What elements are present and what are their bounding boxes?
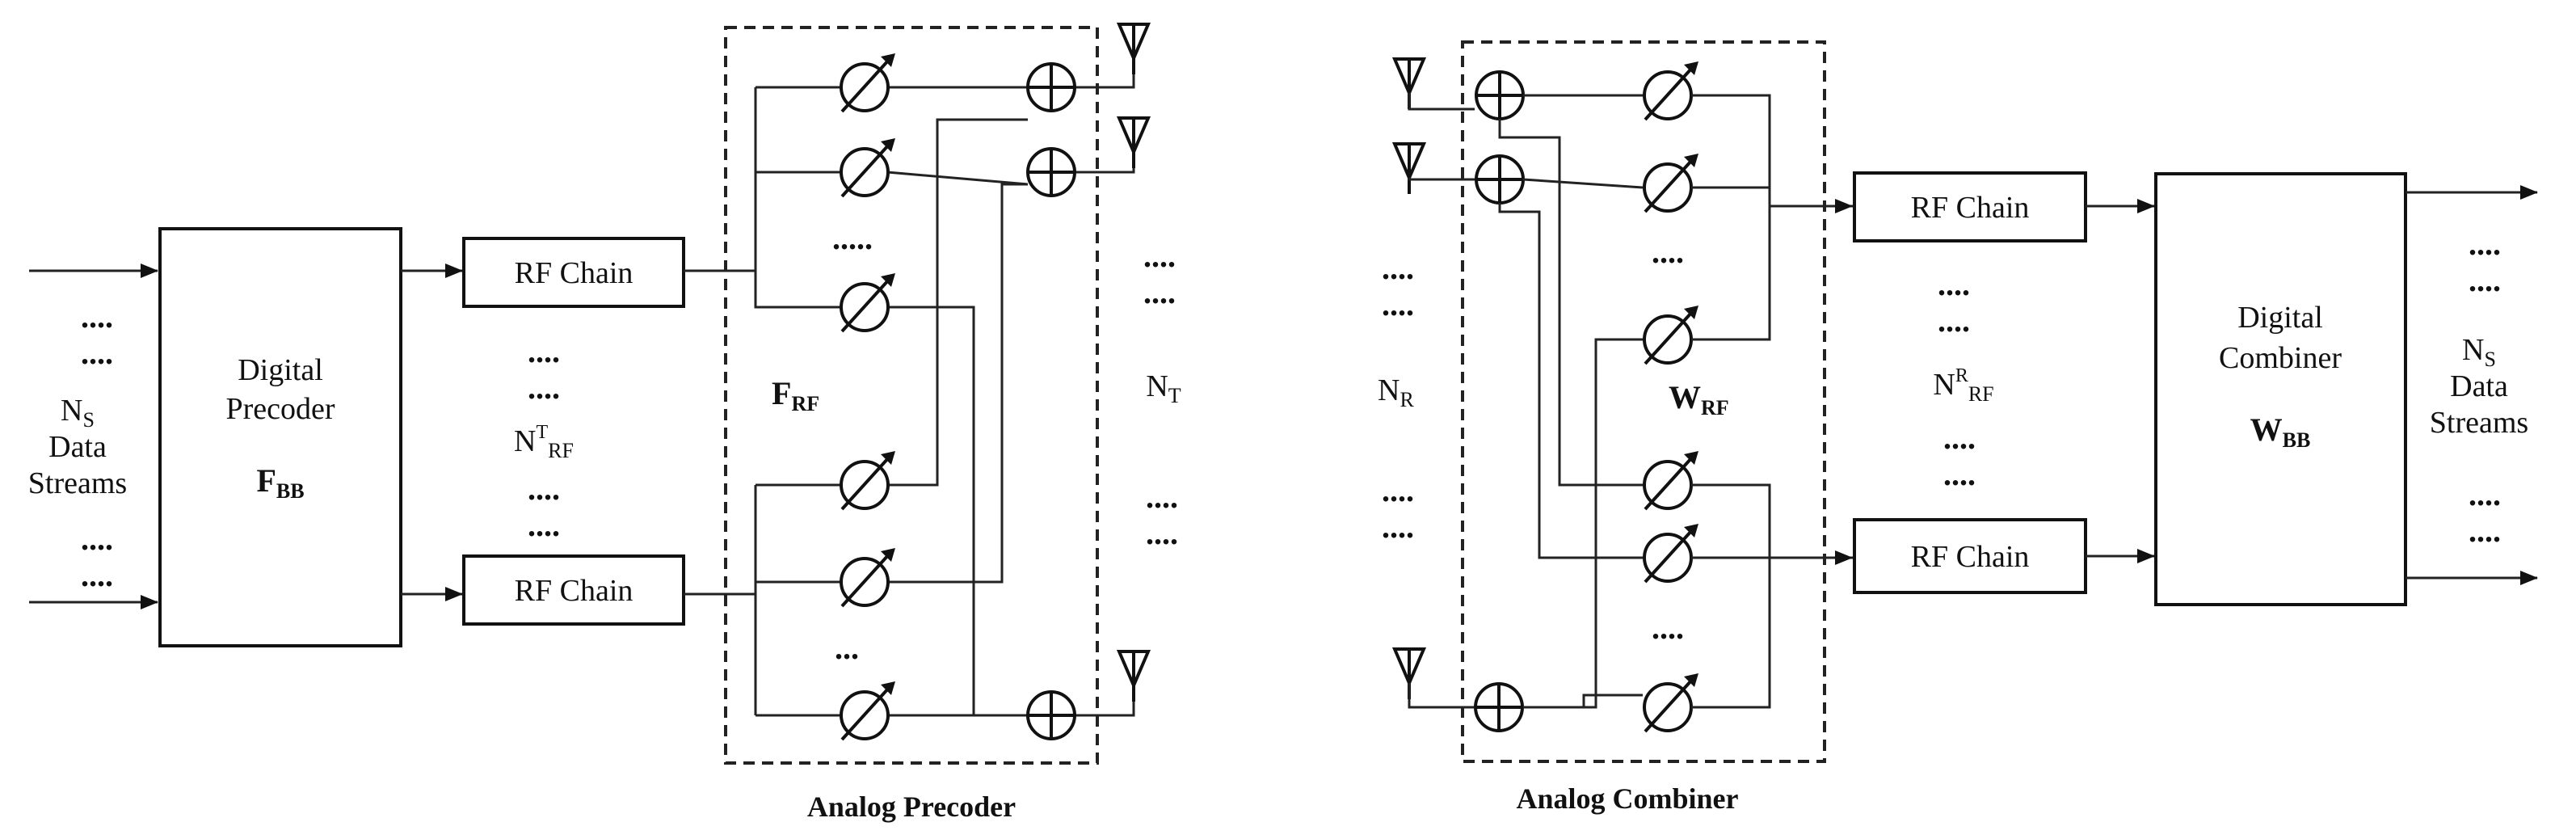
- rf-chain-label: RF Chain: [515, 256, 633, 290]
- phase-shifter-icon: [1643, 304, 1700, 365]
- rf-chain-box: [462, 237, 685, 308]
- precoder-shifter-routing: [886, 86, 1029, 717]
- nr-dots: ....: [1382, 250, 1414, 286]
- combiner-routing: [1498, 119, 1643, 709]
- adder-icon: [1475, 154, 1525, 204]
- rf-chain-label: RF Chain: [1911, 540, 2030, 574]
- rf-dots: ....: [528, 470, 560, 507]
- nt-dots: ....: [1143, 274, 1176, 310]
- wrf-label: WRF: [1669, 379, 1729, 420]
- phase-shifter-icon: [1643, 522, 1700, 584]
- digital-combiner-block: [2154, 172, 2407, 606]
- adder-icon: [1474, 682, 1524, 732]
- phase-shifter-icon: [1643, 449, 1700, 511]
- antenna-icon: [1118, 23, 1150, 76]
- precoder-adder-antenna-lines: [1075, 58, 1135, 717]
- rf-chain-box: [1853, 171, 2087, 242]
- combiner-section: .... .... WRF .... .... NR .... .... RF …: [1378, 40, 2538, 815]
- stream-dots: ....: [81, 557, 113, 593]
- rf-chain-label: RF Chain: [1911, 191, 2030, 225]
- data-label: Data: [2450, 369, 2508, 403]
- rf-dots: ....: [1943, 456, 1976, 492]
- nt-label: NT: [1146, 369, 1181, 407]
- combiner-routing: [1522, 94, 1644, 709]
- adder-icon: [1026, 690, 1076, 740]
- frf-label: FRF: [772, 375, 819, 415]
- rf-chain-box: [462, 554, 685, 626]
- digital-precoder-block: [158, 227, 402, 647]
- nt-dots: ....: [1146, 479, 1178, 515]
- rf-chain-label: RF Chain: [515, 574, 633, 608]
- phase-shifter-icon: [840, 680, 897, 741]
- combiner-to-rf-bottom: [1691, 483, 1854, 709]
- rf-dots: ....: [528, 507, 560, 543]
- data-label: Data: [48, 430, 107, 464]
- digital-combiner-word: Combiner: [2219, 341, 2342, 375]
- phase-shifter-icon: [840, 52, 897, 113]
- ns-label: NS: [2462, 333, 2496, 371]
- nr-dots: ....: [1382, 472, 1414, 508]
- rf-chain-box: [1853, 518, 2087, 594]
- adder-icon: [1475, 70, 1525, 120]
- phase-shifter-icon: [1643, 672, 1700, 733]
- combiner-to-rf-top: [1691, 94, 1854, 341]
- antenna-icon: [1118, 650, 1150, 703]
- phase-shifter-icon: [840, 449, 897, 511]
- antenna-feed-lines: [1408, 93, 1477, 709]
- digital-combiner-title: Digital: [2237, 301, 2323, 335]
- shifter-dots: ....: [1652, 234, 1684, 270]
- phase-shifter-icon: [1643, 152, 1700, 213]
- precoder-section: .... .... NS Data Streams .... .... Digi…: [28, 23, 1181, 823]
- fbb-label: FBB: [256, 462, 304, 503]
- antenna-icon: [1118, 116, 1150, 170]
- nr-label: NR: [1378, 373, 1414, 411]
- digital-precoder-word: Precoder: [225, 392, 335, 426]
- analog-combiner-caption: Analog Combiner: [1516, 782, 1738, 815]
- rf-dots: ....: [1943, 420, 1976, 456]
- nt-dots: ....: [1143, 238, 1176, 274]
- adder-icon: [1026, 147, 1076, 197]
- digital-precoder-title: Digital: [238, 353, 323, 387]
- nt-dots: ....: [1146, 515, 1178, 551]
- rf-chain-top-feed: [684, 86, 863, 309]
- nrrf-label: NRRF: [1933, 365, 1993, 406]
- analog-combiner-box: [1461, 40, 1826, 763]
- rf-chain-bottom-feed: [684, 483, 863, 717]
- ns-label: NS: [61, 394, 95, 432]
- wbb-label: WBB: [2250, 411, 2311, 452]
- nr-dots: ....: [1382, 286, 1414, 323]
- ntrf-label: NTRF: [514, 422, 574, 462]
- shifter-dots: ...: [835, 630, 859, 666]
- rf-dots: ....: [528, 369, 560, 406]
- stream-dots: ....: [2469, 262, 2501, 298]
- analog-precoder-box: [724, 26, 1099, 765]
- adder-icon: [1026, 62, 1076, 112]
- rf-dots: ....: [1938, 266, 1970, 302]
- rf-dots: ....: [528, 333, 560, 369]
- shifter-dots: .....: [832, 220, 873, 256]
- phase-shifter-icon: [840, 137, 897, 198]
- rf-dots: ....: [1938, 302, 1970, 339]
- stream-dots: ....: [81, 335, 113, 371]
- streams-label: Streams: [28, 466, 127, 500]
- antenna-icon: [1393, 142, 1425, 196]
- phase-shifter-icon: [840, 546, 897, 608]
- stream-dots: ....: [2469, 476, 2501, 512]
- stream-dots: ....: [81, 298, 113, 335]
- analog-precoder-caption: Analog Precoder: [807, 791, 1016, 823]
- shifter-dots: ....: [1652, 609, 1684, 646]
- precoder-shifter-routing: [887, 118, 1028, 717]
- phase-shifter-icon: [840, 272, 897, 333]
- stream-dots: ....: [2469, 512, 2501, 549]
- phase-shifter-icon: [1643, 60, 1700, 121]
- stream-dots: ....: [81, 521, 113, 557]
- nr-dots: ....: [1382, 508, 1414, 545]
- streams-label: Streams: [2430, 406, 2528, 440]
- stream-dots: ....: [2469, 226, 2501, 262]
